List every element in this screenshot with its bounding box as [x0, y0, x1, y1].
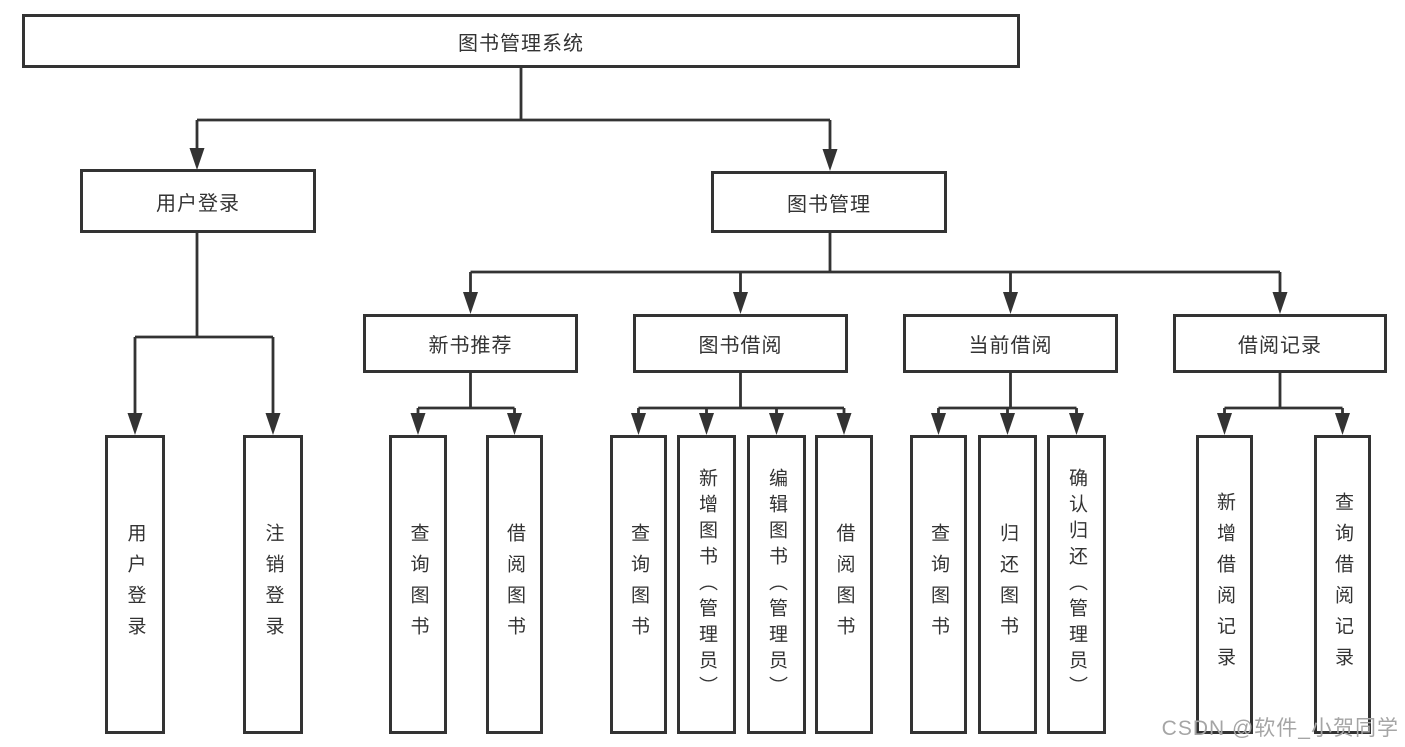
- node-current-borrow: 当前借阅: [903, 314, 1118, 373]
- leaf-add-books-admin: 新增图书（管理员）: [677, 435, 736, 734]
- leaf-query-books-current: 查询图书: [910, 435, 967, 734]
- leaf-user-login: 用户登录: [105, 435, 165, 734]
- leaf-confirm-return-admin: 确认归还（管理员）: [1047, 435, 1106, 734]
- leaf-query-borrow-record: 查询借阅记录: [1314, 435, 1371, 734]
- node-book-management: 图书管理: [711, 171, 947, 233]
- leaf-logout: 注销登录: [243, 435, 303, 734]
- csdn-watermark: CSDN @软件_小贺同学: [1161, 717, 1399, 740]
- leaf-query-books-recommend: 查询图书: [389, 435, 447, 734]
- leaf-borrow-books-recommend: 借阅图书: [486, 435, 543, 734]
- leaf-edit-books-admin: 编辑图书（管理员）: [747, 435, 806, 734]
- leaf-add-borrow-record: 新增借阅记录: [1196, 435, 1253, 734]
- node-book-borrow: 图书借阅: [633, 314, 848, 373]
- node-new-book-recommend: 新书推荐: [363, 314, 578, 373]
- leaf-borrow-books: 借阅图书: [815, 435, 873, 734]
- node-user-login: 用户登录: [80, 169, 316, 233]
- node-root-system: 图书管理系统: [22, 14, 1020, 68]
- leaf-return-books: 归还图书: [978, 435, 1037, 734]
- node-borrow-records: 借阅记录: [1173, 314, 1387, 373]
- leaf-query-books-borrow: 查询图书: [610, 435, 667, 734]
